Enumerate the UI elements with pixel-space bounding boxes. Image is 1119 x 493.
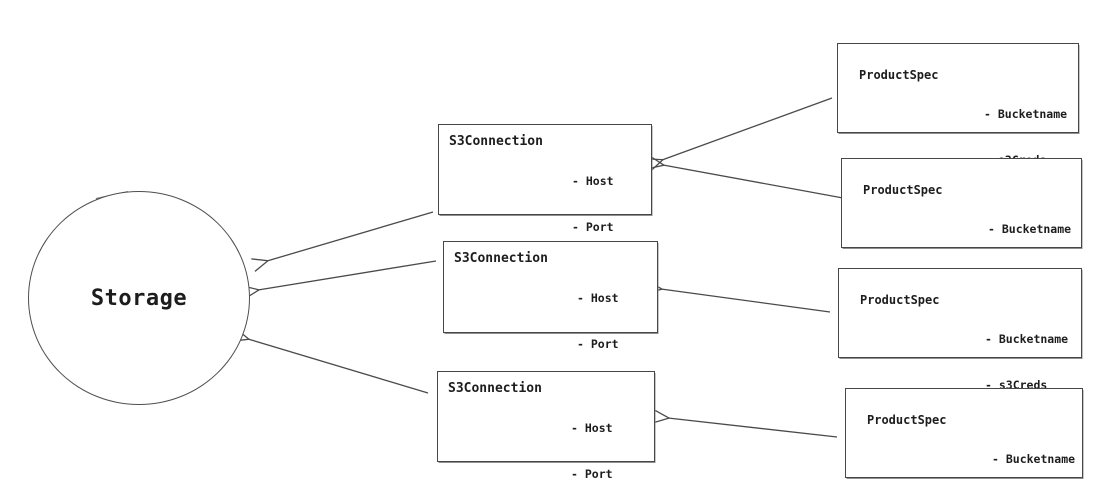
edge-arrow-s3connection1-storage bbox=[267, 211, 434, 261]
node-title: ProductSpec bbox=[860, 293, 940, 307]
attribute-item: - Bucketname bbox=[985, 332, 1069, 347]
edge-arrow-s3connection3-storage bbox=[248, 339, 429, 394]
node-attributes: - Host - Port - TLS bbox=[571, 391, 613, 493]
node-title: S3Connection bbox=[449, 134, 543, 149]
attribute-item: - Host bbox=[571, 421, 613, 436]
edge-arrow-productspec2-s3connection1 bbox=[663, 165, 844, 199]
attribute-item: - Port bbox=[572, 220, 614, 235]
attribute-item: - Port bbox=[577, 337, 619, 352]
edge-arrow-s3connection2-storage bbox=[258, 260, 437, 290]
productspec-node-1: ProductSpec - Bucketname - s3Creds bbox=[837, 43, 1079, 167]
attribute-item: - Bucketname bbox=[988, 222, 1072, 237]
productspec-node-4: ProductSpec - Bucketname - s3Creds bbox=[845, 388, 1083, 478]
attribute-item: - Bucketname bbox=[984, 107, 1068, 122]
attribute-item: - Host bbox=[577, 291, 619, 306]
s3connection-node-1: S3Connection - Host - Port - TLS bbox=[438, 124, 652, 280]
node-attributes: - Bucketname - s3Creds bbox=[985, 302, 1068, 424]
storage-label: Storage bbox=[90, 285, 188, 311]
edge-arrow-productspec3-s3connection2 bbox=[661, 289, 831, 313]
node-title: ProductSpec bbox=[867, 413, 947, 427]
productspec-node-2: ProductSpec - Bucketname - s3Creds bbox=[841, 158, 1082, 282]
productspec-node-3: ProductSpec - Bucketname - s3Creds bbox=[838, 268, 1082, 392]
s3connection-node-3: S3Connection - Host - Port - TLS bbox=[437, 371, 655, 481]
attribute-item: - Host bbox=[572, 174, 614, 189]
node-title: S3Connection bbox=[448, 381, 542, 396]
node-title: ProductSpec bbox=[859, 68, 939, 82]
s3connection-node-2: S3Connection - Host - Port - TLS bbox=[443, 241, 658, 397]
edge-arrow-productspec1-s3connection1 bbox=[662, 97, 833, 160]
edge-arrow-productspec4-s3connection3 bbox=[668, 418, 838, 438]
storage-node: Storage bbox=[28, 191, 250, 405]
node-attributes: - Bucketname - s3Creds bbox=[992, 422, 1075, 493]
attribute-item: - Port bbox=[571, 467, 613, 482]
node-title: ProductSpec bbox=[863, 183, 943, 197]
node-title: S3Connection bbox=[454, 251, 548, 266]
attribute-item: - Bucketname bbox=[992, 452, 1076, 467]
